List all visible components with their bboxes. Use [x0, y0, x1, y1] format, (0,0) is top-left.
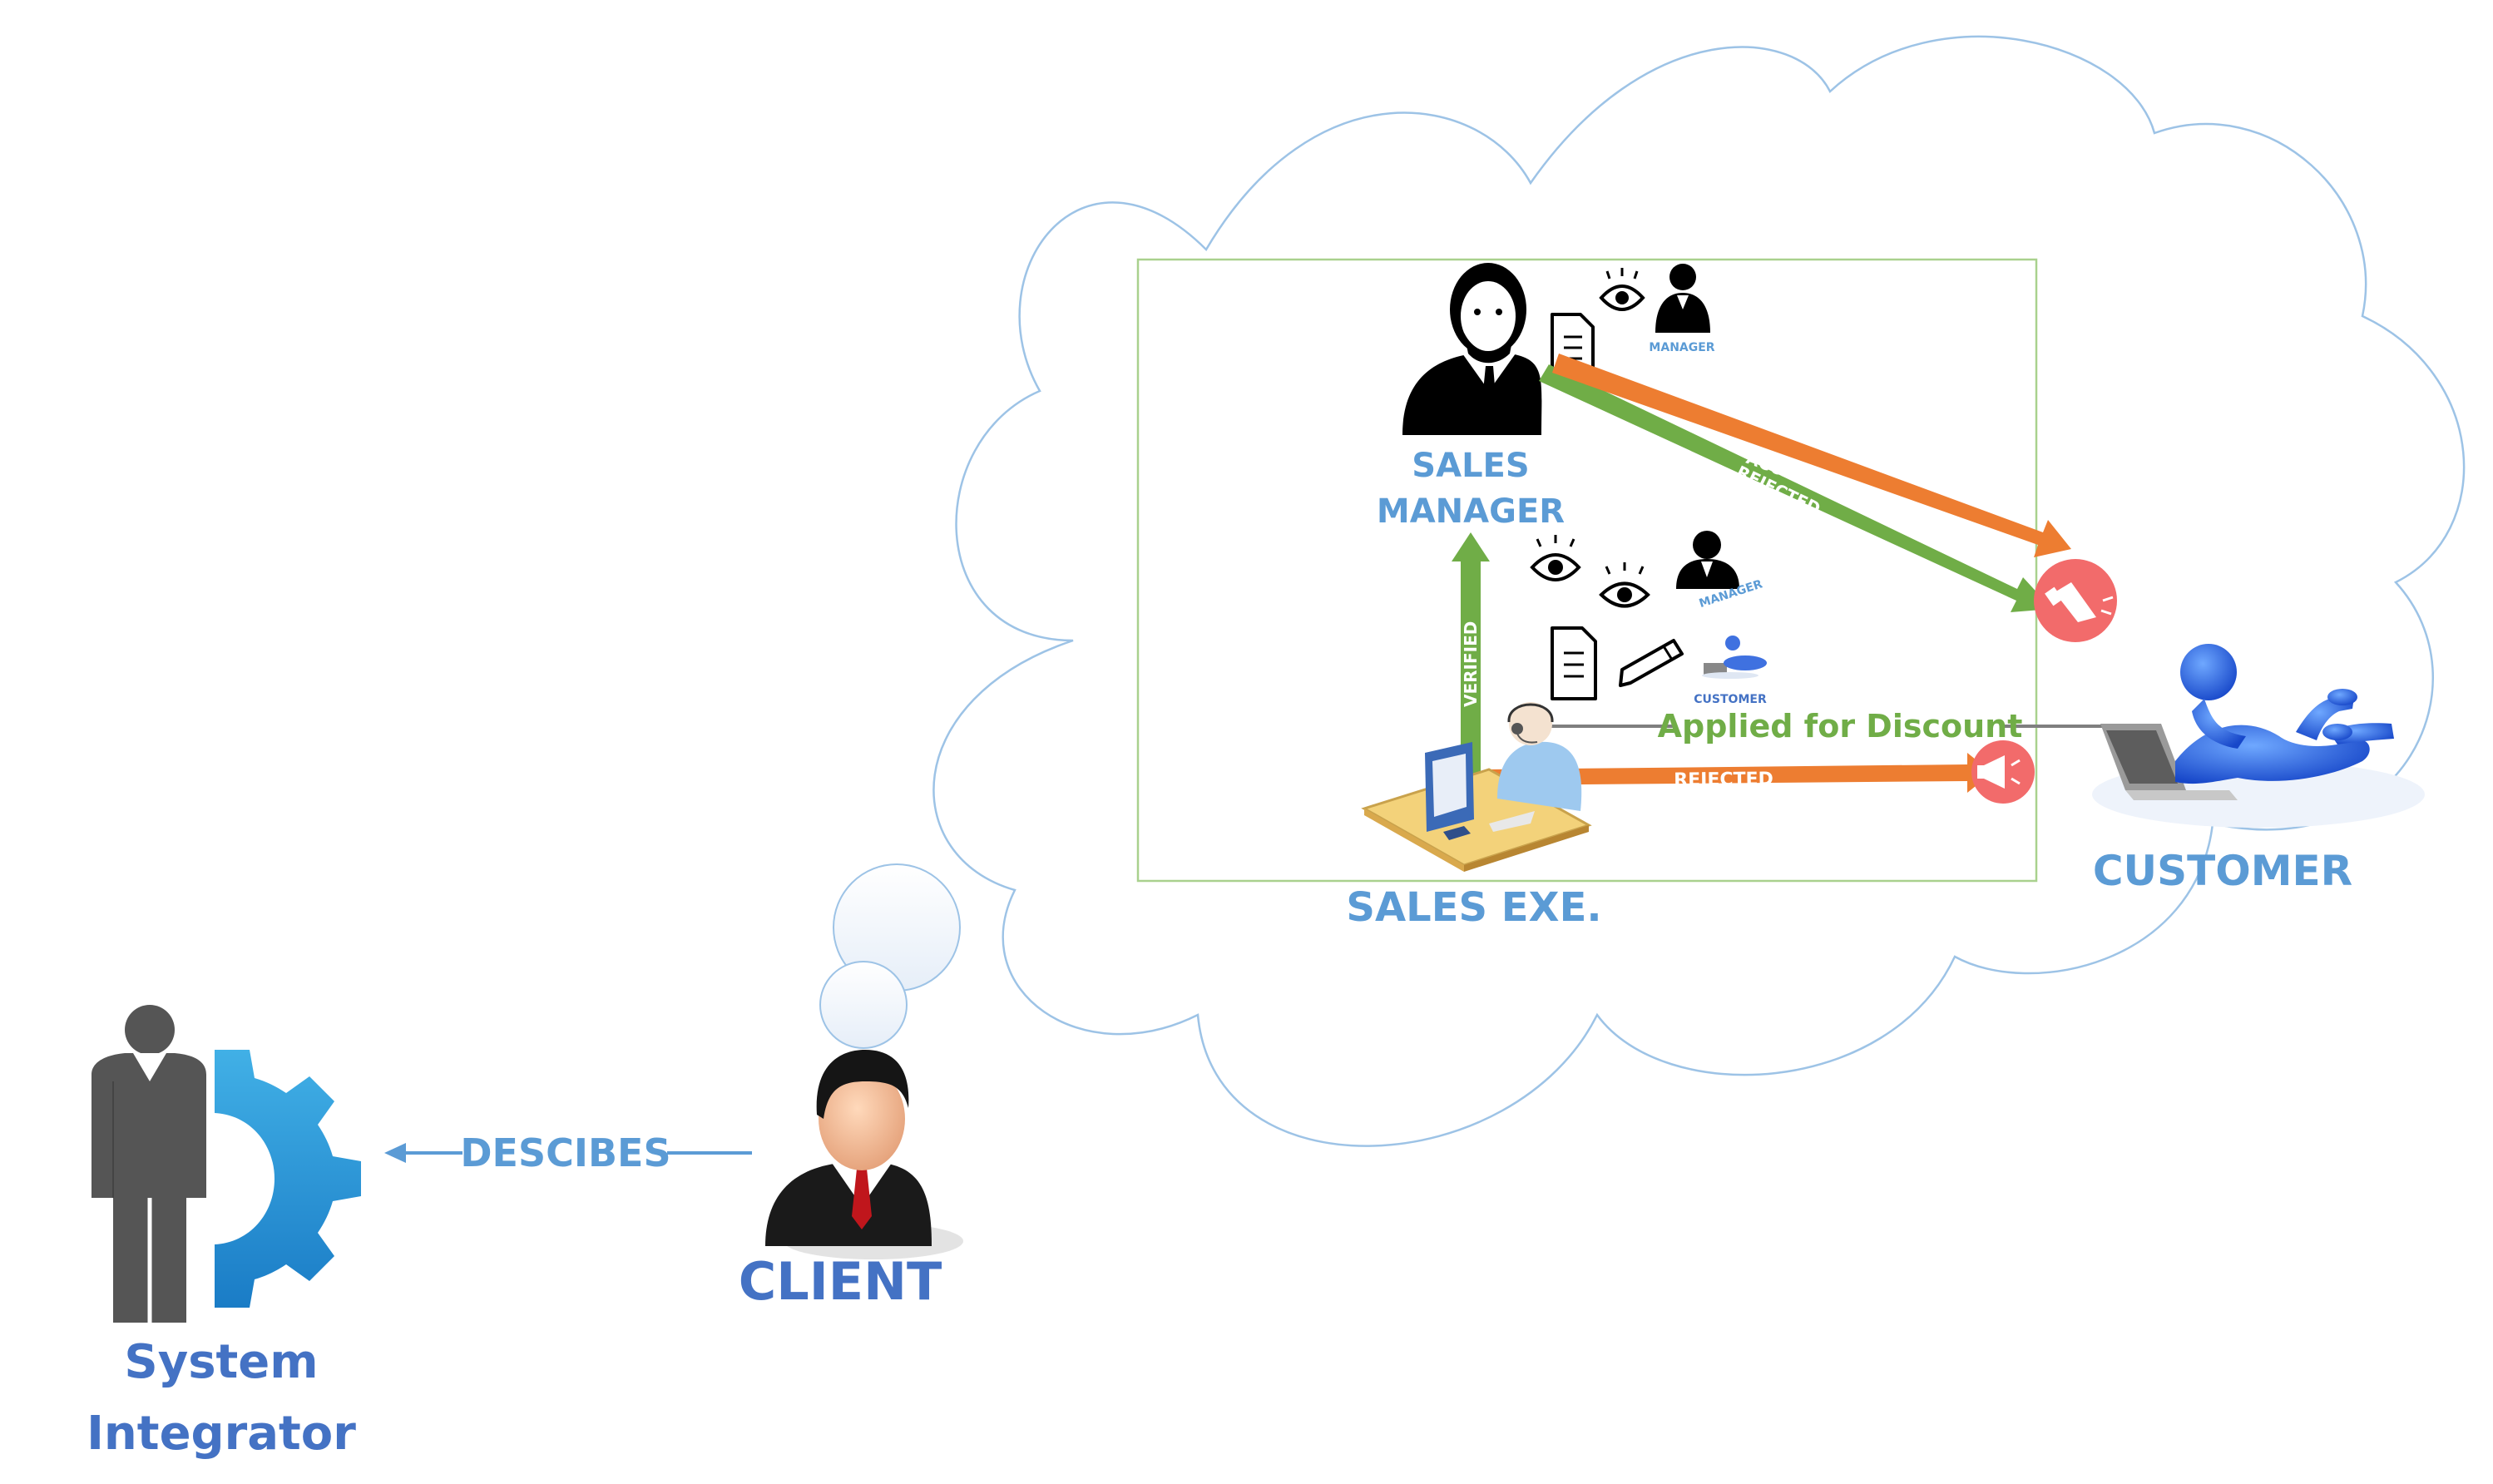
thought-bubble-small: [819, 961, 908, 1049]
sales-exe-icon: [1361, 702, 1592, 872]
verified-label: VERIFIED: [1461, 621, 1481, 707]
megaphone-icon: [1971, 740, 2035, 804]
sales-manager-label-line2: MANAGER: [1377, 492, 1565, 531]
customer-small-icon: [1702, 636, 1767, 679]
eye-icon: [1599, 268, 1645, 311]
process-box: [1136, 258, 2038, 883]
rejected-manager-arrow: [1539, 364, 2052, 612]
client-icon: [765, 1050, 963, 1259]
describes-arrow: [384, 1143, 752, 1163]
manager-avatar-icon: [1676, 531, 1739, 589]
describes-label: DESCIBES: [460, 1130, 670, 1175]
system-integrator-label-line2: Integrator: [87, 1407, 356, 1461]
rejected-exe-label: REJECTED: [1674, 769, 1773, 790]
sales-manager-icon: [1402, 263, 1542, 435]
eye-icon: [1599, 562, 1650, 608]
applied-discount-label: Applied for Discount: [1658, 708, 2023, 744]
pencil-icon: [1619, 639, 1684, 687]
system-integrator-label-line1: System: [124, 1335, 318, 1389]
accepted-arrow: [1552, 354, 2071, 557]
document-icon: [1551, 626, 1597, 700]
megaphone-icon: [2034, 559, 2117, 642]
cloud-outline: [932, 35, 2466, 1147]
system-integrator-icon: [92, 1005, 361, 1323]
eye-icon: [1530, 535, 1581, 581]
manager-avatar-icon: [1655, 264, 1710, 333]
thought-cloud: [819, 35, 2466, 1147]
sales-exe-label: SALES EXE.: [1346, 884, 1601, 931]
sales-manager-label-line1: SALES: [1412, 447, 1529, 485]
manager-icon-caption-top: MANAGER: [1649, 341, 1714, 354]
customer-label: CUSTOMER: [2093, 847, 2352, 895]
client-label: CLIENT: [739, 1251, 942, 1312]
customer-icon: [2092, 644, 2425, 828]
rejected-exe-arrow: [1486, 753, 1992, 793]
customer-icon-caption: CUSTOMER: [1694, 693, 1767, 706]
